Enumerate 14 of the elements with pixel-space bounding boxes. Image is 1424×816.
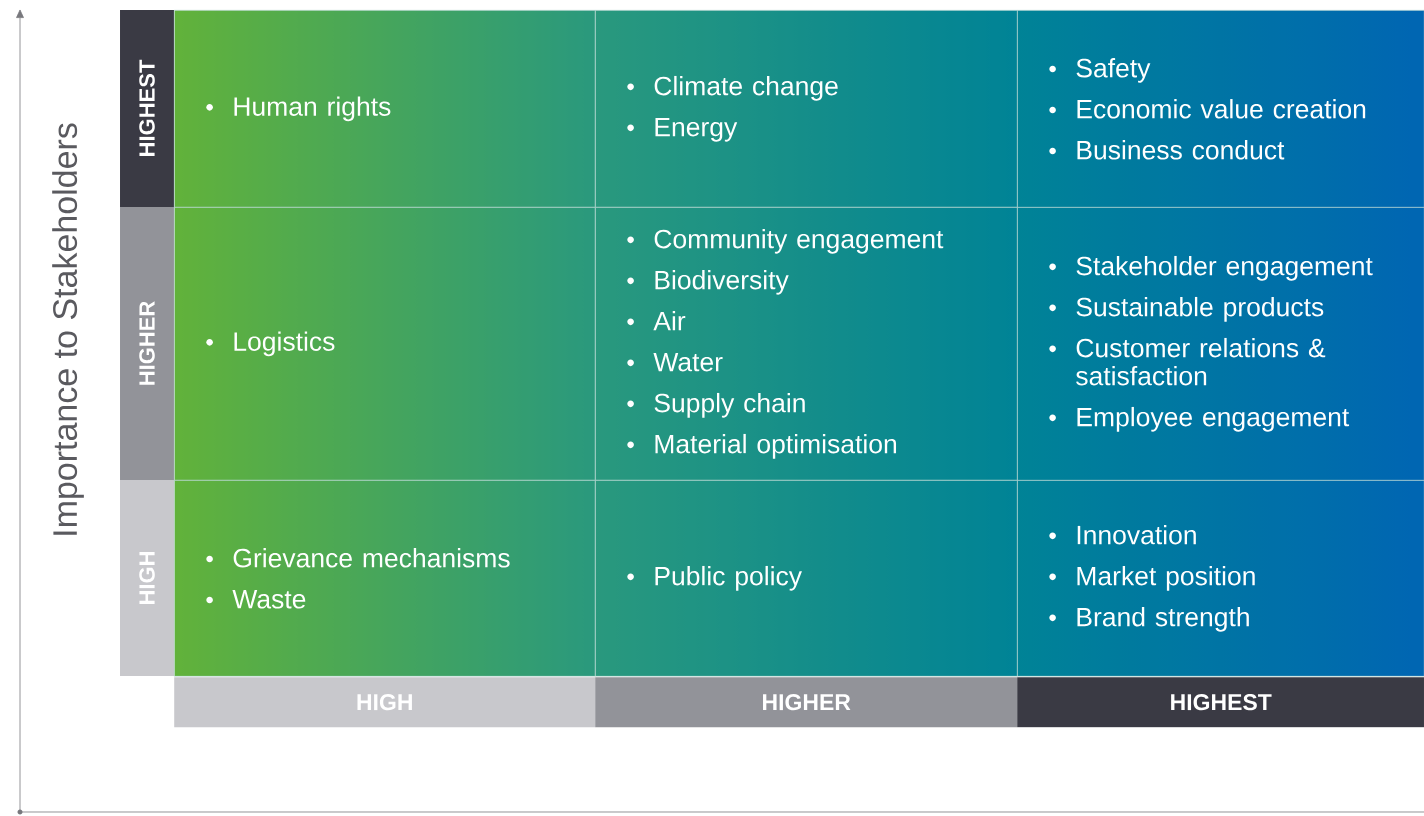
axis-label: Importance to Stakeholders (52, 123, 84, 535)
matrix-cell: Stakeholder engagement Sustainable products Customer relations & satisfaction Employee engagement (1017, 207, 1424, 481)
column-header: HIGHER (595, 677, 1018, 728)
matrix-cell: Human rights (174, 10, 596, 208)
matrix-cell: Safety Economic value creation Business conduct (1017, 10, 1424, 208)
column-header: HIGHEST (1017, 677, 1424, 728)
row-header: HIGHER (120, 207, 174, 480)
matrix-cell: Innovation Market position Brand strength (1017, 480, 1424, 677)
matrix-cell: Community engagement Biodiversity Air Water Supply chain Material optimisation (595, 207, 1018, 481)
matrix-cell: Climate change Energy (595, 10, 1018, 208)
matrix-cell: Logistics (174, 207, 596, 481)
matrix-cell: Grievance mechanisms Waste (174, 480, 596, 677)
matrix-cell: Public policy (595, 480, 1018, 677)
row-header: HIGHEST (120, 10, 174, 207)
